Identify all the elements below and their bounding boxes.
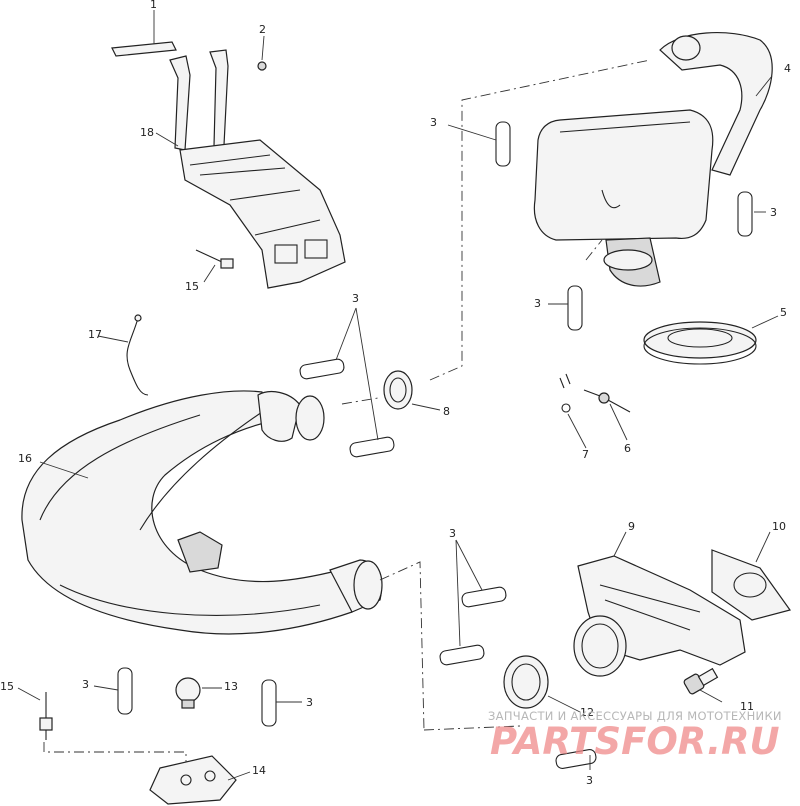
part-gasket-ring: 5 [643,306,787,365]
watermark-logo-text: PARTSFOR.RU [490,720,780,763]
part-muffler: 4 [533,32,791,287]
callout-11: 11 [740,700,754,713]
callout-7: 7 [582,448,589,461]
callout-6: 6 [624,442,631,455]
callout-3g: 3 [82,678,89,691]
callout-12: 12 [580,706,594,719]
callout-17: 17 [88,328,102,341]
callout-3f: 3 [586,774,593,787]
callout-3d: 3 [534,297,541,310]
spring-pair-inlet: 3 [299,292,395,458]
part-coupling-ring: 12 [503,655,594,719]
callout-14: 14 [252,764,266,777]
part-mounting-plate: 14 [149,755,266,805]
part-exhaust-manifold: 9 [573,520,746,677]
callout-3h: 3 [306,696,313,709]
part-grommet: 13 [175,677,238,709]
callout-1: 1 [150,0,157,11]
callout-3e: 3 [449,527,456,540]
spring-muffler-bottom: 3 [534,285,583,331]
watermark-logo: PARTSFOR.RU [490,720,780,763]
part-bracket-plate: 1 [111,0,177,57]
callout-2: 2 [259,23,266,36]
spring-muffler-left: 3 [430,116,511,167]
callout-13: 13 [224,680,238,693]
part-clip: 7 [559,373,589,461]
callout-18: 18 [140,126,154,139]
callout-10: 10 [772,520,786,533]
part-mounting-bracket: 18 [140,49,346,289]
callout-3a: 3 [352,292,359,305]
spring-pair-manifold: 3 [439,527,507,666]
spring-muffler-right: 3 [737,191,777,237]
part-bolt-upper: 15 [185,249,234,293]
part-cable: 17 [88,314,149,396]
spring-bottom-right: 3 [555,749,597,787]
part-socket-bolt: 11 [683,667,754,713]
spring-bottom-center: 3 [261,679,313,727]
part-gasket-plate: 10 [711,520,791,621]
spring-bottom-left: 3 [82,667,133,715]
callout-15b: 15 [0,680,14,693]
callout-5: 5 [780,306,787,319]
part-bolt-lower: 15 [0,680,53,740]
callout-9: 9 [628,520,635,533]
assembly-lines [43,59,651,762]
callout-15a: 15 [185,280,199,293]
part-nut: 2 [257,23,267,71]
callout-8: 8 [443,405,450,418]
part-sleeve: 8 [383,370,450,418]
callout-4: 4 [784,62,791,75]
callout-3b: 3 [430,116,437,129]
callout-3c: 3 [770,206,777,219]
watermark-caption: ЗАПЧАСТИ И АКСЕССУАРЫ ДЛЯ МОТОТЕХНИКИ [488,709,782,723]
part-expansion-chamber: 16 [18,390,383,635]
callout-16: 16 [18,452,32,465]
part-rivet: 6 [583,389,631,455]
